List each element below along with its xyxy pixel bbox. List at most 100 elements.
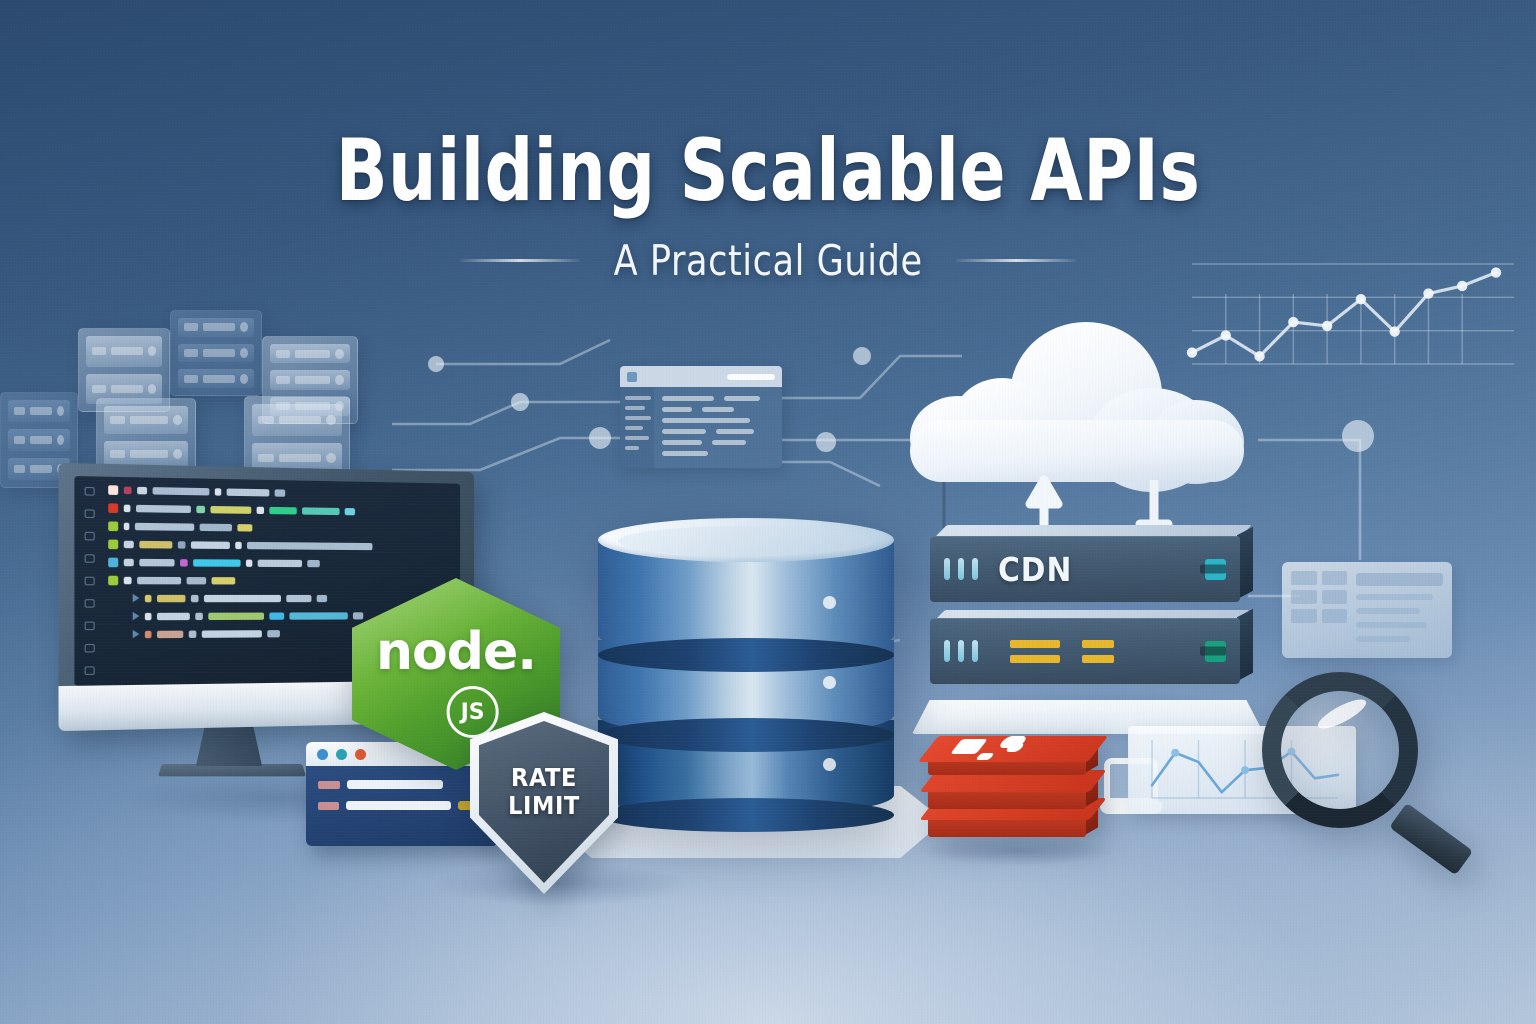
database-top-inner-disc (618, 526, 874, 556)
editor-token (203, 594, 281, 602)
editor-token (190, 594, 199, 602)
rack-unit (270, 344, 350, 364)
editor-code-line (108, 502, 454, 516)
editor-token (214, 487, 222, 496)
cdn-led-indicator (944, 640, 950, 662)
editor-token (195, 612, 203, 620)
editor-token (139, 558, 175, 566)
editor-token (344, 507, 356, 515)
editor-sidebar-icon[interactable] (84, 486, 95, 496)
editor-gutter-marker (108, 502, 119, 513)
rack-unit (178, 318, 254, 337)
rack-unit (8, 400, 70, 422)
editor-token (180, 558, 188, 567)
rack-lower-b (244, 396, 350, 482)
editor-token (269, 506, 297, 514)
window-app-icon (627, 371, 637, 382)
magnifier-glass-highlight (1314, 694, 1370, 734)
editor-sidebar-icon[interactable] (84, 576, 95, 586)
editor-fold-arrow[interactable] (132, 593, 140, 603)
page-title: Building Scalable APIs (335, 121, 1201, 221)
window-address-bar (727, 373, 775, 380)
network-node (816, 432, 836, 452)
terminal-row (318, 780, 486, 789)
editor-token (134, 522, 195, 531)
editor-sidebar-icon[interactable] (84, 666, 95, 676)
editor-fold-arrow[interactable] (132, 611, 140, 621)
subtitle-rule-left (459, 258, 580, 262)
terminal-row (318, 801, 486, 810)
editor-token (201, 629, 262, 638)
editor-sidebar-icon[interactable] (84, 554, 95, 563)
cdn-vent (1200, 646, 1226, 656)
chart-axis (1151, 740, 1338, 799)
editor-code-line (108, 484, 454, 499)
editor-token (274, 488, 286, 497)
rack-unit (86, 336, 162, 367)
editor-code-line (108, 520, 454, 533)
editor-sidebar-icon[interactable] (84, 621, 95, 631)
dashboard-card (1282, 562, 1452, 658)
terminal-dot-red (355, 748, 366, 760)
editor-code-line (108, 557, 454, 568)
editor-token (196, 505, 206, 513)
rack-unit (104, 406, 188, 434)
chart-data-point (1220, 330, 1231, 341)
chart-data-point (1457, 280, 1468, 292)
rack-unit (252, 404, 342, 436)
chart-data-point (1490, 267, 1502, 278)
chart-data-point (1423, 288, 1434, 299)
editor-sidebar-icon[interactable] (84, 509, 95, 519)
editor-token (139, 540, 173, 549)
editor-token (152, 486, 210, 495)
chart-data-point (1254, 351, 1265, 362)
editor-token (123, 522, 130, 530)
editor-token (257, 559, 303, 567)
editor-token (156, 594, 186, 602)
database-cylinder (598, 512, 894, 860)
editor-token (193, 558, 241, 567)
editor-sidebar-icon[interactable] (84, 599, 95, 608)
rate-limit-shield[interactable]: RATE LIMIT (470, 712, 618, 894)
editor-token (156, 630, 184, 638)
terminal-dot-teal (336, 748, 347, 760)
rack-upper-c (262, 336, 358, 424)
editor-activity-bar[interactable] (74, 476, 103, 686)
chart-data-point (1171, 748, 1180, 757)
editor-sidebar-icon[interactable] (84, 643, 95, 653)
editor-token (144, 612, 152, 620)
network-node (1342, 420, 1374, 452)
page-subtitle: A Practical Guide (613, 235, 923, 285)
redis-stack (917, 730, 1110, 852)
editor-token (302, 506, 340, 515)
chart-data-point (1389, 326, 1400, 337)
subtitle-rule-right (956, 258, 1077, 262)
chart-data-point (1355, 294, 1367, 305)
redis-ground-shadow (918, 836, 1118, 866)
rack-upper-a (78, 328, 170, 412)
editor-token (289, 611, 348, 620)
dashboard-block-grid (1291, 571, 1347, 649)
editor-token (269, 611, 285, 620)
shield-label-line2: LIMIT (508, 791, 580, 820)
rack-far-left (0, 392, 78, 488)
editor-fold-arrow[interactable] (132, 629, 140, 639)
subtitle-row: A Practical Guide (0, 236, 1536, 285)
cdn-unit-top: CDN (930, 525, 1253, 602)
editor-token (137, 486, 148, 494)
editor-token (144, 594, 152, 602)
magnifier-icon[interactable] (1262, 672, 1492, 876)
editor-token (123, 486, 132, 494)
rack-upper-b (170, 310, 262, 396)
editor-token (123, 540, 134, 548)
editor-token (267, 629, 280, 637)
editor-sidebar-icon[interactable] (84, 531, 95, 541)
rack-lower-a (96, 398, 196, 476)
rack-unit (178, 369, 254, 389)
editor-token (123, 576, 132, 584)
terminal-dot-blue (317, 748, 328, 760)
rack-unit (178, 343, 254, 363)
editor-token (286, 594, 312, 602)
chart-data-point (1241, 766, 1249, 775)
